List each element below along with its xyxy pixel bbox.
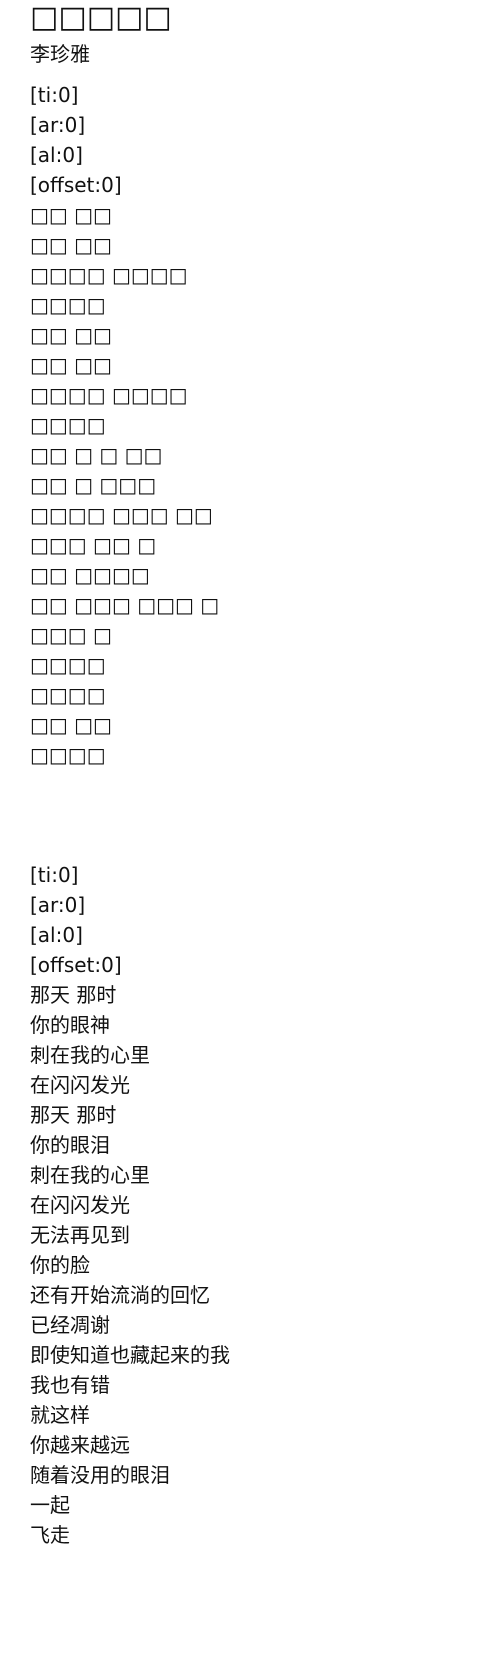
translation-line: 刺在我的心里: [30, 1043, 150, 1067]
translation-line: 随着没用的眼泪: [30, 1463, 170, 1487]
artist-name: 李珍雅: [30, 42, 90, 66]
lyric-line: □□ □ □□□: [30, 473, 157, 497]
lyrics-translation: [ti:0][ar:0][al:0][offset:0]那天 那时你的眼神刺在我…: [30, 860, 470, 1550]
translation-line: 你的脸: [30, 1253, 90, 1277]
translation-line: [ti:0]: [30, 863, 79, 887]
lyric-line: □□ □□: [30, 713, 112, 737]
translation-line: 即使知道也藏起来的我: [30, 1343, 230, 1367]
translation-line: 你的眼泪: [30, 1133, 110, 1157]
lyric-line: [ar:0]: [30, 113, 86, 137]
lyric-line: □□□□: [30, 653, 106, 677]
translation-line: 就这样: [30, 1403, 90, 1427]
translation-line: [ar:0]: [30, 893, 86, 917]
lyric-line: □□ □ □ □□: [30, 443, 163, 467]
lyric-line: □□□□ □□□□: [30, 383, 188, 407]
lyric-line: □□ □□: [30, 233, 112, 257]
translation-line: 我也有错: [30, 1373, 110, 1397]
translation-line: 在闪闪发光: [30, 1193, 130, 1217]
lyric-line: □□ □□□□: [30, 563, 150, 587]
lyric-line: □□□□: [30, 683, 106, 707]
translation-line: [offset:0]: [30, 953, 122, 977]
lyric-line: □□ □□: [30, 353, 112, 377]
lyric-line: □□ □□: [30, 203, 112, 227]
lyrics-original: [ti:0][ar:0][al:0][offset:0]□□ □□□□ □□□□…: [30, 80, 470, 770]
lyric-line: [ti:0]: [30, 83, 79, 107]
translation-line: 你的眼神: [30, 1013, 110, 1037]
translation-line: 在闪闪发光: [30, 1073, 130, 1097]
translation-line: [al:0]: [30, 923, 83, 947]
translation-line: 无法再见到: [30, 1223, 130, 1247]
translation-line: 那天 那时: [30, 1103, 117, 1127]
lyric-line: □□□□: [30, 293, 106, 317]
lyric-line: □□□ □: [30, 623, 112, 647]
translation-line: 还有开始流淌的回忆: [30, 1283, 210, 1307]
translation-line: 飞走: [30, 1523, 70, 1547]
translation-line: 你越来越远: [30, 1433, 130, 1457]
translation-line: 一起: [30, 1493, 70, 1517]
lyric-line: □□□□: [30, 743, 106, 767]
translation-line: 已经凋谢: [30, 1313, 110, 1337]
lyric-line: □□□□: [30, 413, 106, 437]
lyric-line: □□ □□□ □□□ □: [30, 593, 220, 617]
lyric-line: □□□□ □□□□: [30, 263, 188, 287]
lyric-line: □□□ □□ □: [30, 533, 157, 557]
lyric-line: [al:0]: [30, 143, 83, 167]
song-title: □□□□□: [30, 0, 172, 35]
lyric-line: □□ □□: [30, 323, 112, 347]
lyric-line: [offset:0]: [30, 173, 122, 197]
section-gap: [30, 770, 470, 860]
translation-line: 刺在我的心里: [30, 1163, 150, 1187]
lyrics-page: □□□□□ 李珍雅 [ti:0] [ar:0] [al:0] [offset:0] □□…: [30, 0, 470, 1550]
lyric-line: □□□□ □□□ □□: [30, 503, 213, 527]
translation-line: 那天 那时: [30, 983, 117, 1007]
